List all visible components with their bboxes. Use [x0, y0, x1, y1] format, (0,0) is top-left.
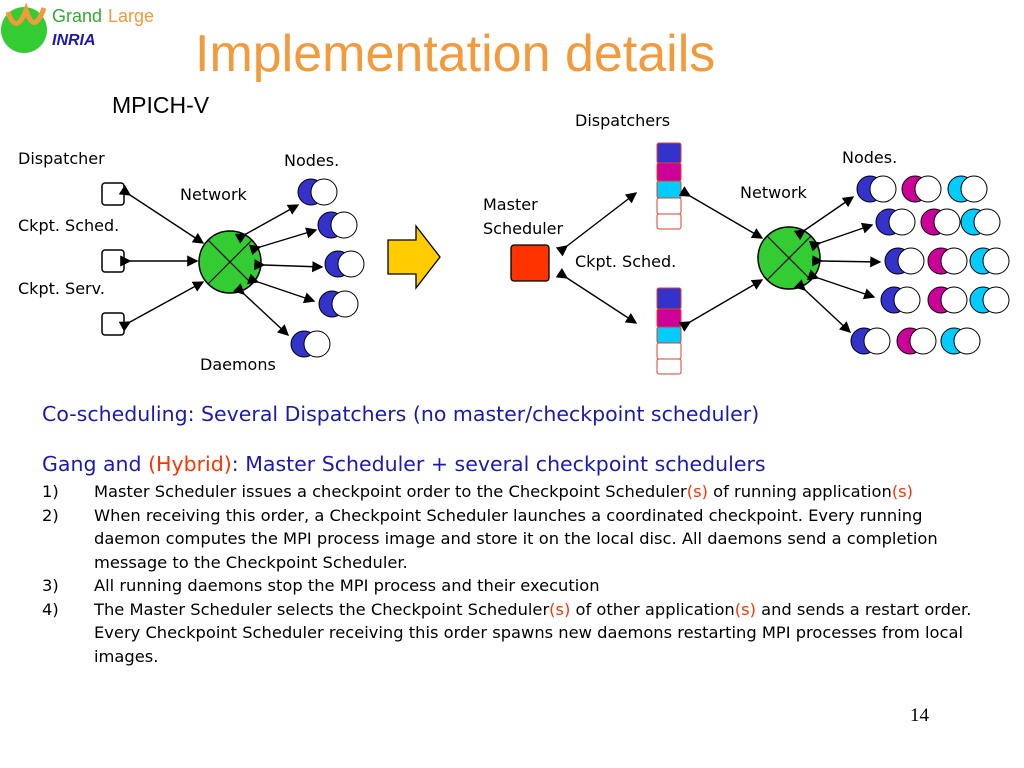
right-master-label-1: Master	[483, 195, 538, 214]
right-network-node	[757, 226, 821, 290]
right-node-pairs	[850, 175, 1010, 355]
left-dispatcher-label: Dispatcher	[18, 149, 105, 168]
left-network-node	[198, 230, 262, 294]
right-network-label: Network	[740, 183, 808, 202]
list-item: 4) The Master Scheduler selects the Check…	[42, 598, 990, 669]
left-arrows	[118, 184, 324, 336]
node-pair	[947, 175, 988, 203]
list-item: 2) When receiving this order, a Checkpoin…	[42, 504, 990, 575]
node-pair	[969, 247, 1010, 275]
node-pair	[927, 247, 968, 275]
item-highlight: (s)	[734, 599, 756, 619]
item-text: of other application	[570, 599, 735, 619]
item-highlight: (s)	[891, 482, 913, 501]
logo-grand: Grand	[52, 6, 103, 26]
item-text: and sends a restart order. Every Checkpo…	[94, 599, 972, 666]
node-pair	[901, 175, 942, 203]
item-number: 4)	[42, 599, 59, 619]
left-network-label: Network	[180, 185, 248, 204]
gang-hybrid-line: Gang and (Hybrid): Master Scheduler + se…	[42, 452, 1002, 476]
list-item: 3) All running daemons stop the MPI proce…	[42, 574, 990, 598]
ckpt-sched-stack	[656, 287, 682, 375]
dispatcher-stack	[656, 142, 682, 230]
gang-text: Gang and	[42, 452, 149, 476]
right-dispatchers-label: Dispatchers	[575, 111, 670, 130]
transition-arrow-icon	[387, 224, 441, 290]
node-pair	[940, 327, 981, 355]
node-pair	[884, 247, 925, 275]
page-number: 14	[910, 705, 929, 726]
logo-inria: INRIA	[52, 32, 96, 49]
item-text: When receiving this order, a Checkpoint …	[94, 505, 938, 572]
left-ckpt-serv-label: Ckpt. Serv.	[18, 279, 105, 298]
logo: Grand Large INRIA	[0, 0, 185, 60]
hybrid-text: (Hybrid)	[148, 452, 232, 476]
left-ckpt-sched-box	[101, 249, 125, 273]
item-text: All running daemons stop the MPI process…	[94, 576, 600, 595]
node-pair	[960, 208, 1001, 236]
node-pair	[969, 286, 1010, 314]
item-number: 3)	[42, 576, 59, 595]
right-nodes-label: Nodes.	[842, 148, 897, 167]
node-pair	[856, 175, 897, 203]
left-ckpt-serv-box	[101, 312, 125, 336]
node-pair	[297, 178, 338, 206]
left-daemons-label: Daemons	[200, 355, 276, 374]
left-dispatcher-box	[101, 182, 125, 206]
node-pair	[927, 286, 968, 314]
master-scheduler-box	[510, 244, 550, 282]
item-highlight: (s)	[549, 599, 571, 619]
architecture-diagram: Dispatcher Ckpt. Sched. Ckpt. Serv. Netw…	[18, 111, 1010, 375]
steps-list: 1) Master Scheduler issues a checkpoint o…	[42, 480, 1002, 668]
node-pair	[920, 208, 961, 236]
master-text: : Master Scheduler + several checkpoint …	[231, 452, 766, 476]
list-item: 1) Master Scheduler issues a checkpoint o…	[42, 480, 990, 504]
node-pair	[290, 330, 331, 358]
item-highlight: (s)	[686, 482, 708, 501]
node-pair	[896, 327, 937, 355]
logo-large: Large	[108, 6, 155, 26]
node-pair	[318, 290, 359, 318]
item-text: Master Scheduler issues a checkpoint ord…	[94, 482, 687, 501]
node-pair	[875, 208, 916, 236]
co-scheduling-line: Co-scheduling: Several Dispatchers (no m…	[42, 402, 760, 426]
body-text: Co-scheduling: Several Dispatchers (no m…	[42, 402, 1002, 668]
node-pair	[880, 286, 921, 314]
item-text: The Master Scheduler selects the Checkpo…	[94, 599, 550, 619]
page-title: Implementation details	[195, 25, 716, 83]
right-arrows	[555, 186, 882, 333]
left-nodes-label: Nodes.	[284, 151, 339, 170]
grand-large-logo-icon	[1, 2, 47, 53]
subtitle: MPICH-V	[112, 92, 210, 118]
right-master-label-2: Scheduler	[483, 219, 564, 238]
node-pair	[324, 250, 365, 278]
node-pair	[317, 211, 358, 239]
item-text: of running application	[707, 482, 892, 501]
left-ckpt-sched-label: Ckpt. Sched.	[18, 216, 119, 235]
item-number: 1)	[42, 482, 59, 501]
node-pair	[850, 327, 891, 355]
item-number: 2)	[42, 505, 59, 525]
left-node-pairs	[290, 178, 365, 358]
right-ckpt-sched-label: Ckpt. Sched.	[575, 252, 676, 271]
